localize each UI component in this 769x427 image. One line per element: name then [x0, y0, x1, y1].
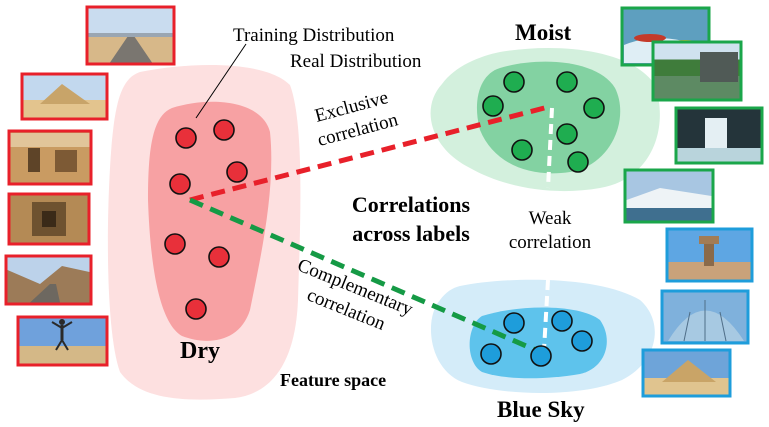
- moist-points: [482, 71, 605, 173]
- training-distribution-label: Training Distribution: [233, 25, 395, 46]
- dry-point: [164, 233, 186, 255]
- ancient-ruins-thumbnail: [7, 129, 93, 186]
- glacier-lake-thumbnail: [623, 168, 715, 224]
- glass-dome-thumbnail: [660, 289, 750, 345]
- training-distribution-pointer: [195, 43, 247, 119]
- waterfall-thumbnail: [674, 106, 764, 165]
- sky-point: [530, 345, 552, 367]
- pyramid-sky-thumbnail: [641, 348, 732, 398]
- dry-training-distribution-blob: [148, 101, 272, 341]
- riverbank-thumbnail: [651, 40, 743, 102]
- desert-road-thumbnail: [85, 5, 176, 66]
- moist-point: [556, 123, 578, 145]
- dry-label: Dry: [180, 338, 220, 364]
- sky-point: [480, 343, 502, 365]
- sky-points: [480, 310, 593, 367]
- center-label-line1: Correlations: [352, 192, 471, 217]
- complementary-correlation-label: Complementary correlation: [294, 255, 416, 335]
- dry-point: [226, 161, 248, 183]
- moist-point: [503, 71, 525, 93]
- dry-point: [175, 127, 197, 149]
- dry-point: [169, 173, 191, 195]
- exclusive-correlation-line: [189, 103, 553, 203]
- moist-point: [556, 71, 578, 93]
- desert-valley-road-thumbnail: [4, 254, 93, 306]
- blue-sky-label: Blue Sky: [497, 397, 585, 422]
- dry-points: [164, 119, 248, 320]
- dry-point: [213, 119, 235, 141]
- weak-label-line1: Weak: [529, 208, 572, 229]
- moist-point: [482, 95, 504, 117]
- moist-point: [511, 139, 533, 161]
- tomb-tunnel-thumbnail: [7, 192, 91, 246]
- weak-correlation-line-sky: [542, 279, 550, 351]
- dry-point: [208, 246, 230, 268]
- sky-point: [571, 330, 593, 352]
- dry-point: [185, 298, 207, 320]
- sky-point: [503, 312, 525, 334]
- pyramid-thumbnail: [20, 72, 109, 121]
- center-label-line2: across labels: [352, 221, 470, 246]
- dry-thumbnails: [4, 5, 176, 367]
- sky-thumbnails: [641, 227, 754, 398]
- water-tower-plaza-thumbnail: [665, 227, 754, 283]
- moist-point: [567, 151, 589, 173]
- moist-point: [583, 97, 605, 119]
- weak-label-line2: correlation: [509, 232, 592, 253]
- real-distribution-label: Real Distribution: [290, 51, 422, 72]
- moist-label: Moist: [515, 20, 572, 45]
- weak-correlation-line-moist: [546, 107, 554, 189]
- moist-thumbnails: [620, 6, 764, 224]
- complementary-correlation-line: [189, 197, 541, 355]
- jumping-person-desert-thumbnail: [16, 315, 109, 367]
- exclusive-correlation-label: Exclusive correlation: [313, 87, 401, 151]
- feature-space-label: Feature space: [280, 370, 386, 390]
- sky-point: [551, 310, 573, 332]
